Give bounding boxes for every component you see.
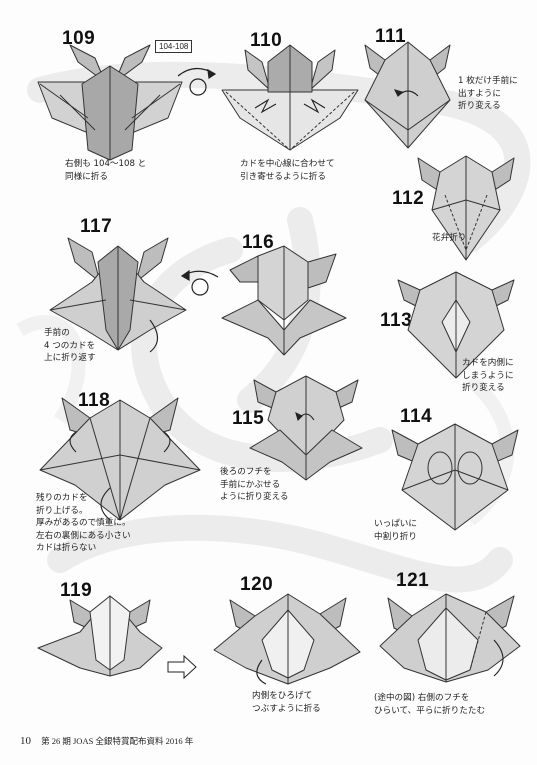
step-114-caption: いっぱいに 中割り折り [374, 519, 417, 542]
page-footer: 10 第 26 期 JOAS 全銀特賞配布資料 2016 年 [20, 735, 193, 747]
step-114-number: 114 [400, 406, 433, 427]
step-111-caption: 1 枚だけ手前に 出すように 折り変える [458, 76, 518, 111]
step-110-number: 110 [250, 30, 283, 51]
step-112-number: 112 [392, 188, 425, 209]
step-111-number: 111 [375, 26, 407, 47]
step-109-range-badge: 104-108 [155, 40, 193, 53]
step-113-caption: カドを内側に しまうように 折り変える [462, 358, 514, 393]
step-118-caption: 残りのカドを 折り上げる。 厚みがあるので慎重に。 左右の裏側にある小さい カド… [36, 493, 131, 553]
step-120-caption: 内側をひろげて つぶすように折る [252, 691, 321, 714]
step-116-number: 116 [242, 232, 275, 253]
step-112-caption: 花弁折り [432, 233, 467, 243]
step-119-number: 119 [60, 580, 93, 601]
step-113-number: 113 [380, 310, 413, 331]
step-109-number: 109 [62, 28, 96, 49]
step-110-caption: カドを中心線に合わせて 引き寄せるように折る [240, 159, 335, 182]
page-number: 10 [20, 735, 31, 747]
step-115-number: 115 [232, 408, 265, 429]
step-118-number: 118 [78, 390, 111, 411]
step-117-number: 117 [80, 216, 113, 237]
step-115-caption: 後ろのフチを 手前にかぶせる ように折り変える [220, 467, 289, 502]
step-120-number: 120 [240, 574, 274, 595]
step-121-caption: (途中の図) 右側のフチを ひらいて、平らに折りたたむ [374, 693, 486, 716]
step-121-number: 121 [396, 570, 430, 591]
step-117-caption: 手前の 4 つのカドを 上に折り返す [44, 328, 96, 363]
footer-text: 第 26 期 JOAS 全銀特賞配布資料 2016 年 [41, 736, 194, 746]
step-109-caption: 右側も 104～108 と 同様に折る [65, 159, 147, 182]
